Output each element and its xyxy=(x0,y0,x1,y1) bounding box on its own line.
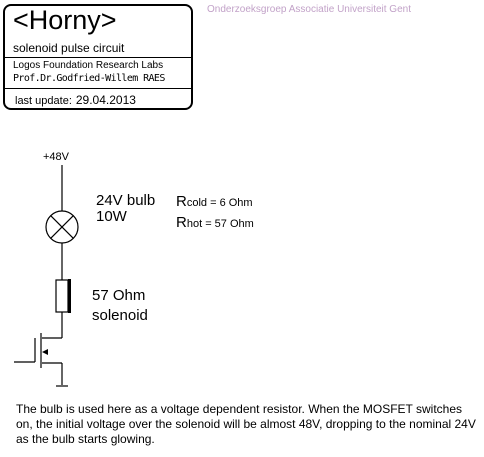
organization-header: Onderzoeksgroep Associatie Universiteit … xyxy=(207,4,411,15)
solenoid-core xyxy=(68,279,71,313)
bulb-cross xyxy=(50,215,74,239)
r-hot-label: Rhot = 57 Ohm xyxy=(176,214,254,232)
solenoid-resistance-label: 57 Ohm xyxy=(92,287,146,304)
project-title: <Horny> xyxy=(13,5,117,35)
solenoid-label: solenoid xyxy=(92,307,148,324)
last-update-label: last update: xyxy=(15,95,72,107)
last-update: last update:29.04.2013 xyxy=(13,94,136,108)
last-update-date: 29.04.2013 xyxy=(75,93,136,107)
solenoid-symbol xyxy=(55,279,69,313)
r-cold-label: Rcold = 6 Ohm xyxy=(176,193,253,211)
mosfet-arrow-icon xyxy=(42,349,48,355)
r-cold-symbol: R xyxy=(176,193,187,210)
bulb-label: 24V bulb xyxy=(96,192,156,209)
r-hot-value: = 57 Ohm xyxy=(202,218,254,230)
title-block: <Horny> solenoid pulse circuit Logos Fou… xyxy=(3,4,193,110)
supply-voltage-label: +48V xyxy=(43,151,69,163)
r-cold-subscript: cold xyxy=(186,197,208,209)
r-cold-value: = 6 Ohm xyxy=(207,197,253,209)
title-block-divider xyxy=(5,57,191,58)
lab-name: Logos Foundation Research Labs xyxy=(13,60,164,71)
project-subtitle: solenoid pulse circuit xyxy=(13,41,125,55)
title-block-divider xyxy=(5,88,191,89)
circuit-description: The bulb is used here as a voltage depen… xyxy=(16,402,476,446)
author-name: Prof.Dr.Godfried-Willem RAES xyxy=(13,73,165,84)
bulb-power-label: 10W xyxy=(96,208,127,225)
r-hot-symbol: R xyxy=(176,214,187,231)
r-hot-subscript: hot xyxy=(186,218,203,230)
